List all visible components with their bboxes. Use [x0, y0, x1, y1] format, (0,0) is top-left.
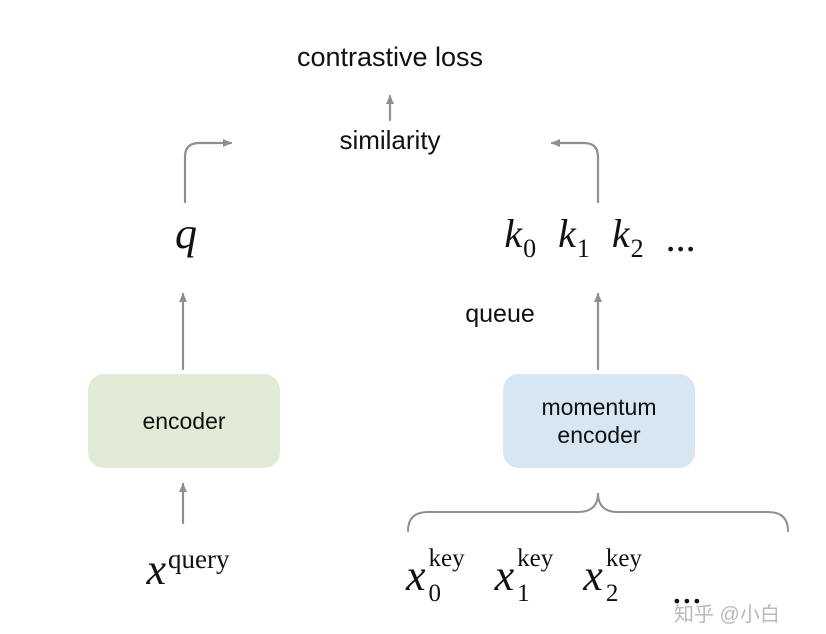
x1-subscript: 1	[517, 580, 530, 607]
x0-base: x	[406, 551, 426, 600]
key-input-x0: x key 0	[406, 546, 465, 606]
watermark: 知乎 @小白	[674, 604, 780, 626]
inputs-ellipsis: ...	[671, 567, 702, 612]
key-vectors-row: k 0 k 1 k 2 ...	[504, 211, 695, 262]
q-to-similarity-arrow-icon	[183, 139, 233, 204]
key-inputs-row: x key 0 x key 1 x key 2 ...	[406, 546, 702, 610]
momentum-encoder-box: momentum encoder	[503, 374, 695, 468]
x1-base: x	[494, 551, 515, 600]
k1-base: k	[558, 211, 576, 256]
key-input-x2: x key 2	[583, 546, 642, 606]
keys-underbrace-icon	[407, 492, 789, 532]
k0-base: k	[504, 211, 523, 256]
momentum-encoder-box-label: momentum encoder	[541, 393, 657, 448]
contrastive-loss-label: contrastive loss	[296, 42, 484, 72]
queue-label: queue	[465, 300, 535, 328]
encoder-box: encoder	[88, 374, 280, 468]
query-input: x query	[146, 544, 230, 594]
query-input-superscript: query	[168, 544, 230, 574]
key-vector-k1: k 1	[558, 211, 590, 262]
x2-superscript: key	[605, 545, 642, 572]
query-input-base: x	[146, 545, 167, 594]
query-vector-label: q	[175, 209, 197, 258]
k0-subscript: 0	[523, 234, 537, 263]
x0-superscript: key	[428, 545, 465, 572]
x1-scripts: key 1	[517, 546, 553, 606]
x1-superscript: key	[517, 545, 554, 572]
key-vector-k0: k 0	[504, 211, 536, 262]
x2-base: x	[583, 551, 603, 600]
encoder-box-label: encoder	[142, 407, 226, 434]
key-vector-k2: k 2	[611, 211, 644, 262]
k2-subscript: 2	[630, 234, 644, 263]
keys-ellipsis: ...	[665, 215, 696, 260]
x2-subscript: 2	[605, 580, 619, 607]
x0-subscript: 0	[428, 580, 442, 607]
keys-to-similarity-arrow-icon	[550, 139, 600, 204]
k1-subscript: 1	[576, 234, 590, 263]
key-input-x1: x key 1	[495, 546, 554, 606]
similarity-label: similarity	[339, 125, 441, 155]
x2-scripts: key 2	[606, 546, 642, 606]
k2-base: k	[611, 211, 630, 256]
x0-scripts: key 0	[429, 546, 465, 606]
